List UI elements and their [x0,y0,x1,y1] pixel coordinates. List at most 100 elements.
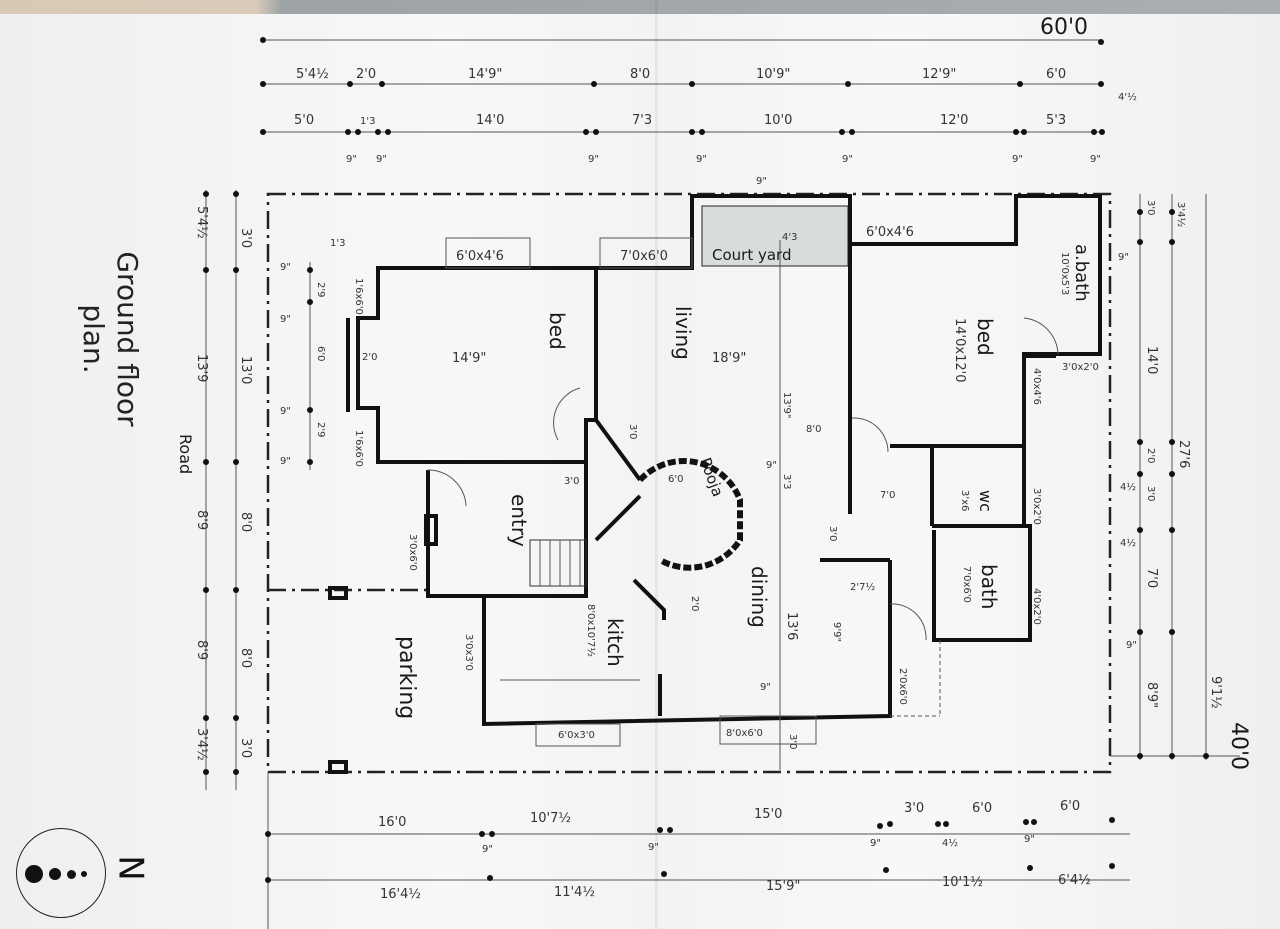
room-size: 14'9" [452,351,486,366]
left-dim: 3'0 [238,228,253,248]
misc-dim: 3'0 [787,734,798,749]
opening-size: 7'0x6'0 [620,249,668,264]
wall-mark: 9" [1012,154,1023,165]
opening-size: 4'0x2'0 [1031,588,1042,625]
right-dim: 2'0 [1145,448,1156,463]
opening-size: 8'0x6'0 [726,728,763,739]
plan-title: Ground floor plan. [76,219,144,459]
right-dim: 7'0 [1144,568,1159,588]
opening-size: 6'0x3'0 [558,730,595,741]
opening-size: 2'0x6'0 [897,668,908,705]
bottom-dim: 15'9" [766,879,800,894]
bottom-dim: 6'0 [1060,799,1080,814]
bottom-dim: 11'4½ [554,885,595,900]
wall-mark: 9" [1090,154,1101,165]
opening-size: 3'0x2'0 [1031,488,1042,525]
top-dim: 5'3 [1046,113,1066,128]
misc-dim: 9" [756,176,767,187]
room-name: entry [507,494,531,547]
room-size: 7'0x6'0 [961,566,972,603]
top-dim: 5'0 [294,113,314,128]
bottom-dim: 16'0 [378,815,406,830]
room-name: parking [394,636,419,719]
misc-dims: 2'0 3'0 3'0 13'9" 8'0 3'3 3'0 2'7½ 9'9" … [330,176,895,749]
opening-labels: 6'0x4'6 7'0x6'0 6'0x4'6 3'0x2'0 4'0x4'6 … [353,225,1099,741]
room-name: Court yard [712,246,791,264]
top-dim: 14'0 [476,113,504,128]
top-dim: 10'9" [756,67,790,82]
north-label: N [110,855,151,881]
bottom-dims: 16'0 10'7½ 15'0 3'0 6'0 6'0 16'4½ 11'4½ … [378,799,1091,902]
plan-title-line2: plan. [77,304,110,374]
room-name: bed [973,318,997,356]
misc-dim: 8'0 [806,424,821,435]
room-name: living [671,306,695,360]
left-small-dim: 9" [280,314,291,325]
bottom-mark: 9" [870,838,881,849]
left-dim: 13'0 [238,356,253,384]
bottom-dim: 10'7½ [530,811,571,826]
room-size: 3'x6 [959,490,970,511]
opening-size: 3'0x6'0 [407,534,418,571]
right-dim: 9'1½ [1208,676,1223,709]
misc-dim: 1'3 [330,238,345,249]
bottom-dim: 10'1½ [942,875,983,890]
building-walls [328,194,1102,774]
misc-dim: 2'0 [689,596,700,611]
misc-dim: 7'0 [880,490,895,501]
bottom-mark: 9" [648,842,659,853]
left-small-dim: 9" [280,262,291,273]
wall-mark: 9" [376,154,387,165]
bottom-mark: 9" [482,844,493,855]
opening-size: 3'0x2'0 [1062,362,1099,373]
top-dim: 2'0 [356,67,376,82]
north-compass [16,828,106,918]
right-dim: 3'0 [1145,486,1156,501]
top-dim: 12'0 [940,113,968,128]
room-size: 6'0 [668,474,683,485]
window-boxes [445,237,817,747]
overall-depth: 40'0 [1226,722,1251,770]
wall-mark: 9" [588,154,599,165]
left-small-dim: 2'9 [315,282,326,297]
top-dim: 10'0 [764,113,792,128]
wall-mark: 9" [696,154,707,165]
opening-size: 3'0x3'0 [463,634,474,671]
room-name: kitch [603,618,627,667]
bottom-mark: 4½ [942,837,958,849]
misc-dim: 3'3 [781,474,792,489]
top-dims-row1: 5'4½ 2'0 14'9" 8'0 10'9" 12'9" 6'0 4'½ [296,67,1137,103]
room-size: 4'3 [782,232,797,243]
room-name: a.bath [1071,244,1092,302]
right-small-dim: 9" [1126,640,1137,651]
misc-dim: 2'7½ [850,581,875,593]
opening-size: 4'0x4'6 [1031,368,1042,405]
left-dim: 13'9 [194,354,209,382]
overall-dims: 60'0 40'0 [1040,15,1251,770]
bottom-dim-dots [265,817,1115,883]
misc-dim: 13'9" [781,392,792,418]
top-dim: 6'0 [1046,67,1066,82]
left-dim: 8'0 [238,648,253,668]
wall-mark: 9" [346,154,357,165]
top-dim: 4'½ [1118,91,1137,103]
right-small-dim: 4½ [1120,537,1136,549]
left-dim-dots [203,191,313,775]
top-dim: 12'9" [922,67,956,82]
bottom-dim: 15'0 [754,807,782,822]
room-size: 13'6 [784,612,799,640]
right-small-dim: 9" [1118,252,1129,263]
room-name: bath [977,564,1001,609]
opening-size: 1'6x6'0 [353,278,364,315]
top-wall-marks: 9" 9" 9" 9" 9" 9" 9" [346,154,1101,165]
bottom-dim: 3'0 [904,801,924,816]
bottom-mark: 9" [1024,834,1035,845]
left-dim: 3'4½ [194,728,209,761]
plan-title-line1: Ground floor [111,251,144,427]
top-dim-dots [260,37,1105,135]
left-dims: 5'4½ 13'9 8'9 8'9 3'4½ 3'0 13'0 8'0 8'0 … [176,206,326,761]
misc-dim: 9'9" [831,622,842,642]
left-dim: 8'0 [238,512,253,532]
compass-dot [49,868,61,880]
